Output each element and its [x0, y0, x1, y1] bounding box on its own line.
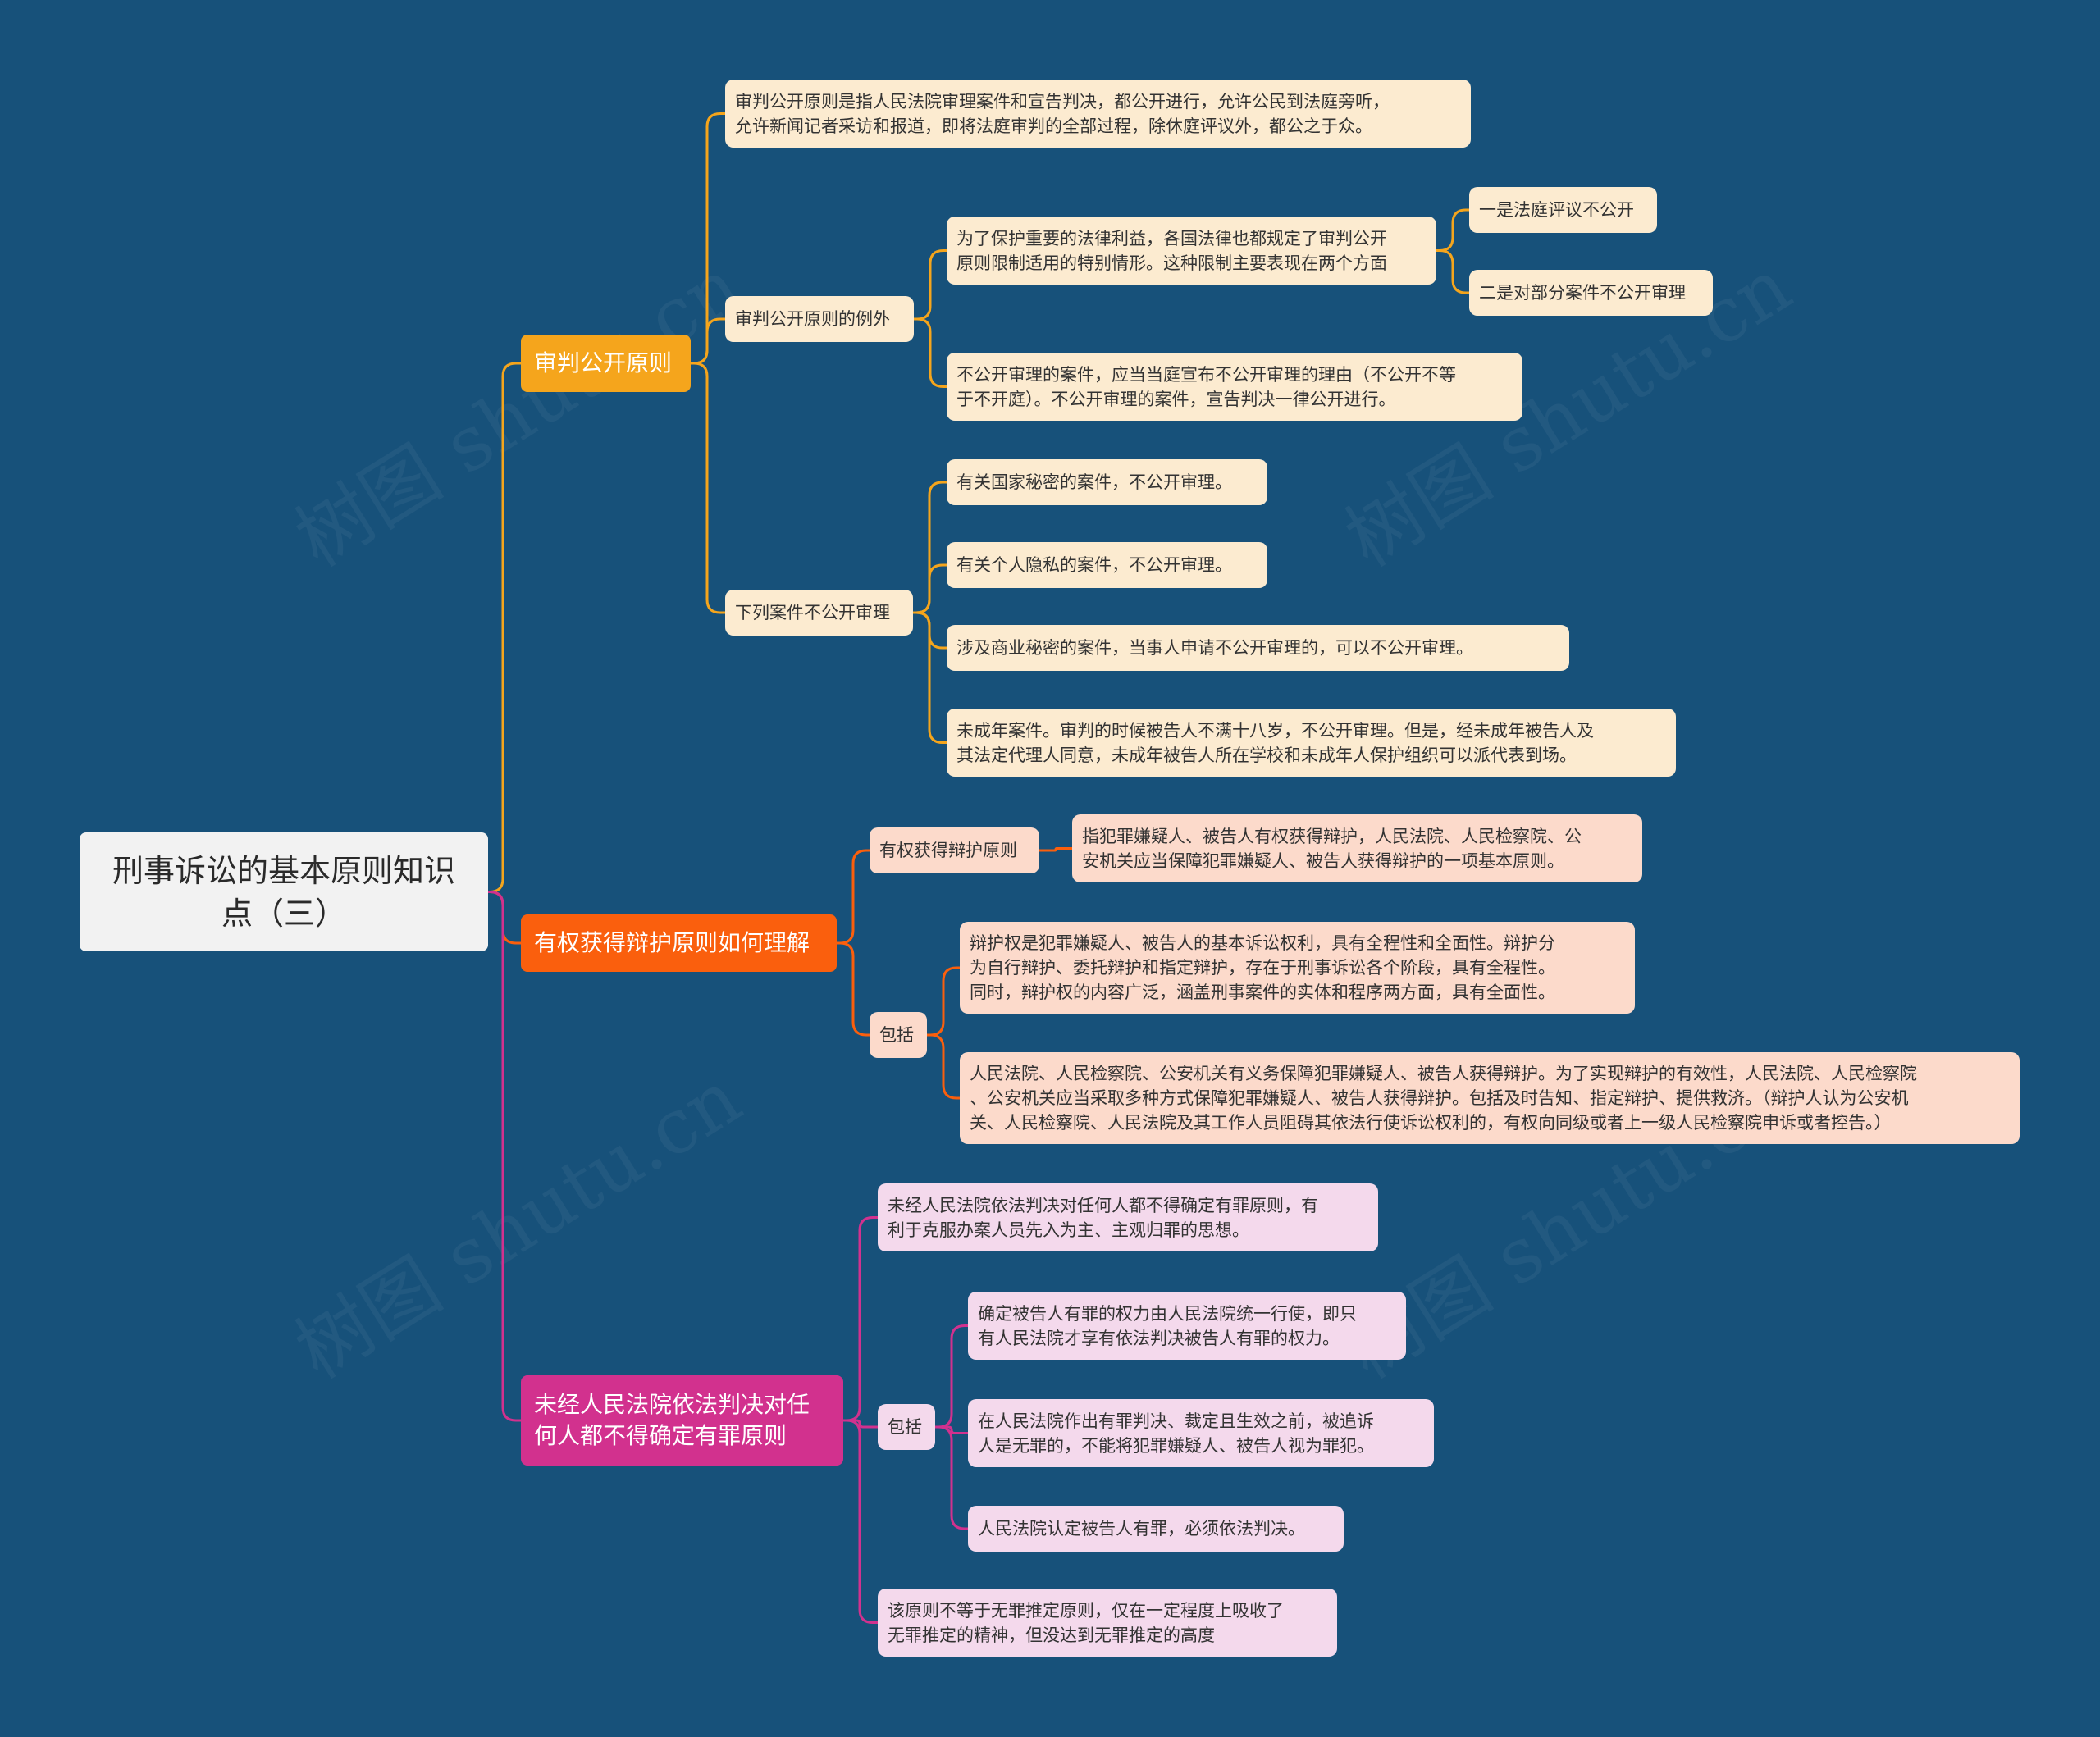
branch-right-to-defense[interactable]: 有权获得辩护原则如何理解	[521, 914, 837, 972]
connector-line	[843, 1216, 878, 1422]
restriction-deliberation[interactable]: 一是法庭评议不公开	[1469, 187, 1657, 233]
case-minors[interactable]: 未成年案件。审判的时候被告人不满十八岁，不公开审理。但是，经未成年被告人及 其法…	[947, 709, 1676, 777]
connector-line	[913, 563, 947, 614]
presumption-definition[interactable]: 未经人民法院依法判决对任何人都不得确定有罪原则，有 利于克服办案人员先入为主、主…	[878, 1183, 1378, 1251]
connector-line	[935, 1324, 968, 1429]
connector-line	[1436, 208, 1469, 252]
connector-line	[837, 941, 870, 1037]
connector-line	[488, 362, 521, 893]
connector-line	[914, 317, 947, 388]
innocent-before-judgment[interactable]: 在人民法院作出有罪判决、裁定且生效之前，被追诉 人是无罪的，不能将犯罪嫌疑人、被…	[968, 1399, 1434, 1467]
connector-line	[691, 317, 725, 365]
court-exclusive-power[interactable]: 确定被告人有罪的权力由人民法院统一行使，即只 有人民法院才享有依法判决被告人有罪…	[968, 1292, 1406, 1360]
must-judge-by-law[interactable]: 人民法院认定被告人有罪，必须依法判决。	[968, 1506, 1344, 1552]
connector-line	[935, 1425, 968, 1434]
defense-includes[interactable]: 包括	[870, 1012, 927, 1058]
restriction-partial-cases[interactable]: 二是对部分案件不公开审理	[1469, 270, 1713, 316]
connector-line	[914, 249, 947, 321]
closed-hearing-cases[interactable]: 下列案件不公开审理	[725, 590, 913, 636]
not-presumption-of-innocence[interactable]: 该原则不等于无罪推定原则，仅在一定程度上吸收了 无罪推定的精神，但没达到无罪推定…	[878, 1589, 1337, 1657]
connector-line	[927, 966, 960, 1037]
case-privacy[interactable]: 有关个人隐私的案件，不公开审理。	[947, 542, 1267, 588]
connector-line	[1039, 847, 1072, 852]
connector-line	[843, 1419, 878, 1624]
defense-right-scope[interactable]: 辩护权是犯罪嫌疑人、被告人的基本诉讼权利，具有全程性和全面性。辩护分 为自行辩护…	[960, 922, 1635, 1014]
branch-presumption-principle[interactable]: 未经人民法院依法判决对任 何人都不得确定有罪原则	[521, 1375, 843, 1466]
presumption-includes[interactable]: 包括	[878, 1404, 935, 1450]
connector-line	[837, 849, 870, 945]
connector-line	[843, 1419, 878, 1429]
exception-restrictions[interactable]: 为了保护重要的法律利益，各国法律也都规定了审判公开 原则限制适用的特别情形。这种…	[947, 217, 1436, 285]
connector-line	[935, 1425, 968, 1530]
root-topic[interactable]: 刑事诉讼的基本原则知识 点（三）	[80, 832, 488, 951]
exception-closed-hearing[interactable]: 不公开审理的案件，应当当庭宣布不公开审理的理由（不公开不等 于不开庭）。不公开审…	[947, 353, 1522, 421]
connector-line	[927, 1033, 960, 1100]
right-to-defense-principle[interactable]: 有权获得辩护原则	[870, 827, 1039, 873]
case-trade-secrets[interactable]: 涉及商业秘密的案件，当事人申请不公开审理的，可以不公开审理。	[947, 625, 1569, 671]
publicity-exceptions[interactable]: 审判公开原则的例外	[725, 296, 914, 342]
branch-trial-publicity[interactable]: 审判公开原则	[521, 335, 691, 392]
case-state-secrets[interactable]: 有关国家秘密的案件，不公开审理。	[947, 459, 1267, 505]
defense-guarantee-duty[interactable]: 人民法院、人民检察院、公安机关有义务保障犯罪嫌疑人、被告人获得辩护。为了实现辩护…	[960, 1052, 2020, 1144]
connector-line	[913, 611, 947, 744]
connector-line	[1436, 249, 1469, 294]
defense-definition[interactable]: 指犯罪嫌疑人、被告人有权获得辩护，人民法院、人民检察院、公 安机关应当保障犯罪嫌…	[1072, 814, 1642, 882]
connector-line	[488, 891, 521, 1422]
publicity-definition[interactable]: 审判公开原则是指人民法院审理案件和宣告判决，都公开进行，允许公民到法庭旁听， 允…	[725, 80, 1471, 148]
connector-line	[488, 891, 521, 945]
connector-line	[691, 362, 725, 614]
